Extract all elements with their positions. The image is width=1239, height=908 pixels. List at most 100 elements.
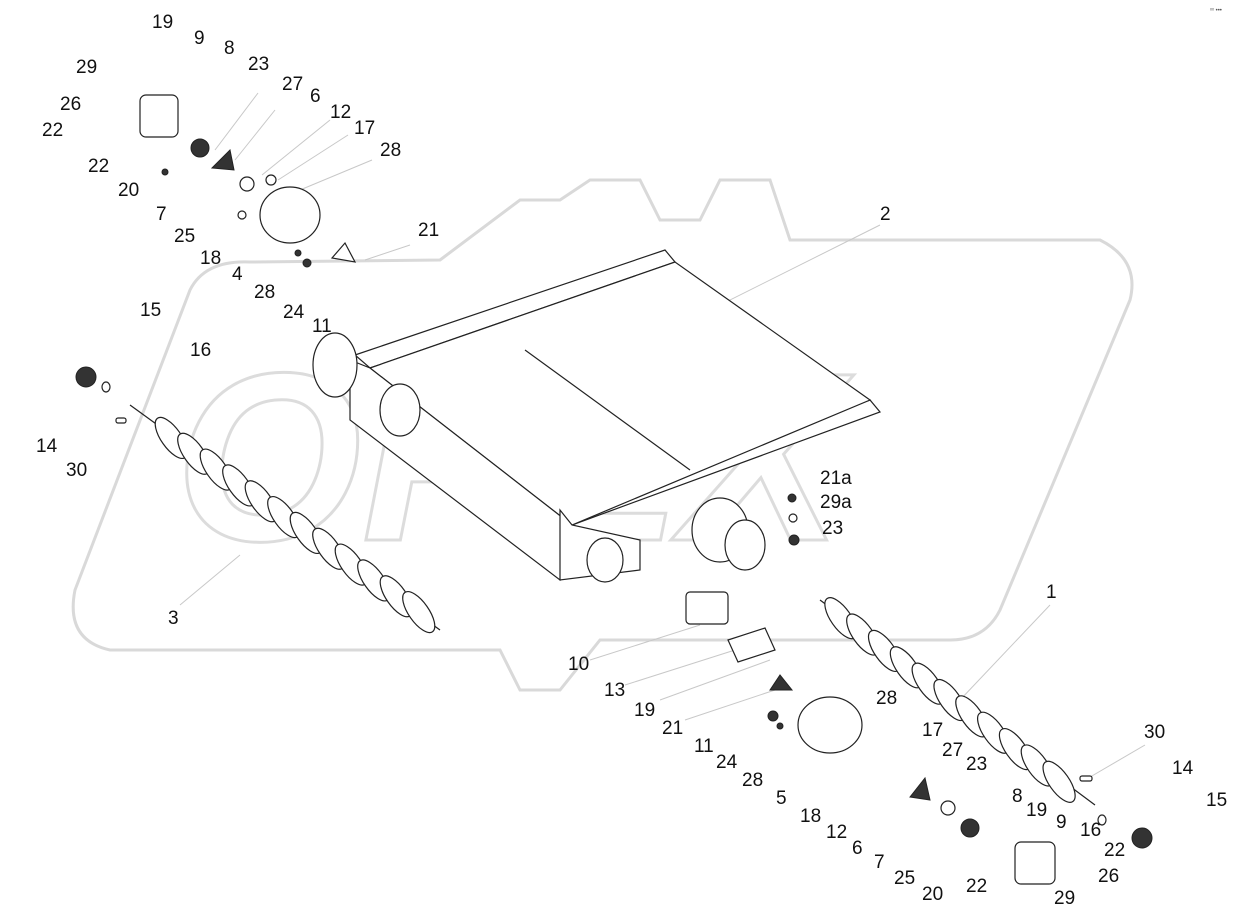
callout-label: 1 — [1046, 582, 1057, 603]
callout-label: 19 — [152, 12, 173, 33]
callout-label: 27 — [282, 74, 303, 95]
nut-top — [302, 258, 312, 268]
callout-label: 6 — [310, 86, 321, 107]
flange-right — [909, 776, 931, 801]
callout-label: 22 — [42, 120, 63, 141]
washer-29a — [788, 513, 798, 523]
sprocket-top — [190, 138, 210, 158]
callout-label: 28 — [876, 688, 897, 709]
callout-label: 15 — [1206, 790, 1227, 811]
nut-top-2 — [294, 249, 302, 257]
frame-divider — [524, 349, 691, 471]
callout-label: 19 — [1026, 800, 1047, 821]
callout-label: 22 — [966, 876, 987, 897]
callout-label: 25 — [894, 868, 915, 889]
sprocket-left — [75, 366, 97, 388]
callout-label: 19 — [634, 700, 655, 721]
callout-label: 21 — [662, 718, 683, 739]
callout-label: 13 — [604, 680, 625, 701]
plate-top — [330, 241, 357, 263]
bolt-top — [161, 168, 169, 176]
callout-label: 2 — [880, 204, 891, 225]
callout-label: 30 — [66, 460, 87, 481]
callout-label: 12 — [330, 102, 351, 123]
callout-label: 24 — [283, 302, 305, 323]
callout-label: 17 — [922, 720, 943, 741]
ring-right — [1097, 814, 1107, 826]
callout-label: 26 — [60, 94, 81, 115]
callout-label: 11 — [312, 316, 332, 337]
disk-flange-right — [797, 696, 863, 754]
sprocket-right — [960, 818, 980, 838]
callout-label: 23 — [248, 54, 269, 75]
flange-top — [210, 148, 235, 171]
callout-label: 28 — [742, 770, 763, 791]
callout-label: 8 — [224, 38, 235, 59]
bearing-right — [940, 800, 956, 816]
header-frame — [312, 249, 882, 583]
callout-label: 18 — [800, 806, 821, 827]
callout-label: 11 — [694, 736, 714, 757]
left-auger — [129, 404, 441, 634]
nut-right — [767, 710, 779, 722]
corner-mark: ˣˣ ••• — [1210, 8, 1222, 14]
callout-label: 9 — [1056, 812, 1067, 833]
sprocket-far-right — [1131, 827, 1153, 849]
watermark-gear-outline — [71, 178, 1134, 692]
left-auger-flight — [402, 591, 436, 634]
callout-label: 29 — [1054, 888, 1075, 908]
left-end-parts — [75, 366, 127, 424]
callout-label: 3 — [168, 608, 179, 629]
bearing-top — [239, 176, 255, 192]
callout-label: 17 — [354, 118, 375, 139]
callout-label: 10 — [568, 654, 589, 675]
callout-label: 7 — [156, 204, 167, 225]
left-bearing-port — [379, 383, 421, 437]
callout-label: 5 — [776, 788, 787, 809]
left-bearing-housing — [312, 332, 358, 398]
nut-right-2 — [776, 722, 784, 730]
callout-label: 18 — [200, 248, 221, 269]
right-drive-parts — [685, 493, 1153, 885]
callout-label: 7 — [874, 852, 885, 873]
callout-label: 27 — [942, 740, 963, 761]
lower-port — [586, 537, 624, 583]
callout-label: 15 — [140, 300, 161, 321]
cover-top — [139, 94, 179, 138]
key-left — [115, 417, 127, 424]
callout-label: 21a — [820, 468, 852, 489]
callout-label: 14 — [1172, 758, 1194, 779]
callout-label: 9 — [194, 28, 205, 49]
callout-label: 26 — [1098, 866, 1119, 887]
callout-label: 8 — [1012, 786, 1023, 807]
callout-label: 20 — [118, 180, 139, 201]
top-left-drive-parts — [139, 94, 357, 268]
callout-label: 6 — [852, 838, 863, 859]
leader-lines — [179, 92, 1146, 781]
callout-label: 20 — [922, 884, 943, 905]
callout-label: 29a — [820, 492, 852, 513]
key-top — [237, 210, 247, 220]
disk-flange-top — [259, 186, 321, 244]
callout-label: 21 — [418, 220, 439, 241]
callout-label: 30 — [1144, 722, 1165, 743]
right-bearing-port — [724, 519, 766, 571]
plate-right — [769, 674, 794, 691]
callout-label: 28 — [380, 140, 401, 161]
cover-right — [1014, 841, 1056, 885]
bolt-21a — [787, 493, 797, 503]
callout-label: 4 — [232, 264, 243, 285]
callout-label: 14 — [36, 436, 58, 457]
ring-left — [101, 381, 111, 393]
callout-label: 16 — [190, 340, 211, 361]
right-auger — [819, 597, 1096, 806]
nut-23 — [788, 534, 800, 546]
callout-label: 12 — [826, 822, 847, 843]
right-auger-flight — [1042, 760, 1076, 803]
key-right — [1079, 775, 1093, 782]
gasket — [685, 591, 729, 625]
callout-label: 22 — [88, 156, 109, 177]
cover-plate — [727, 627, 776, 663]
callout-label: 28 — [254, 282, 275, 303]
